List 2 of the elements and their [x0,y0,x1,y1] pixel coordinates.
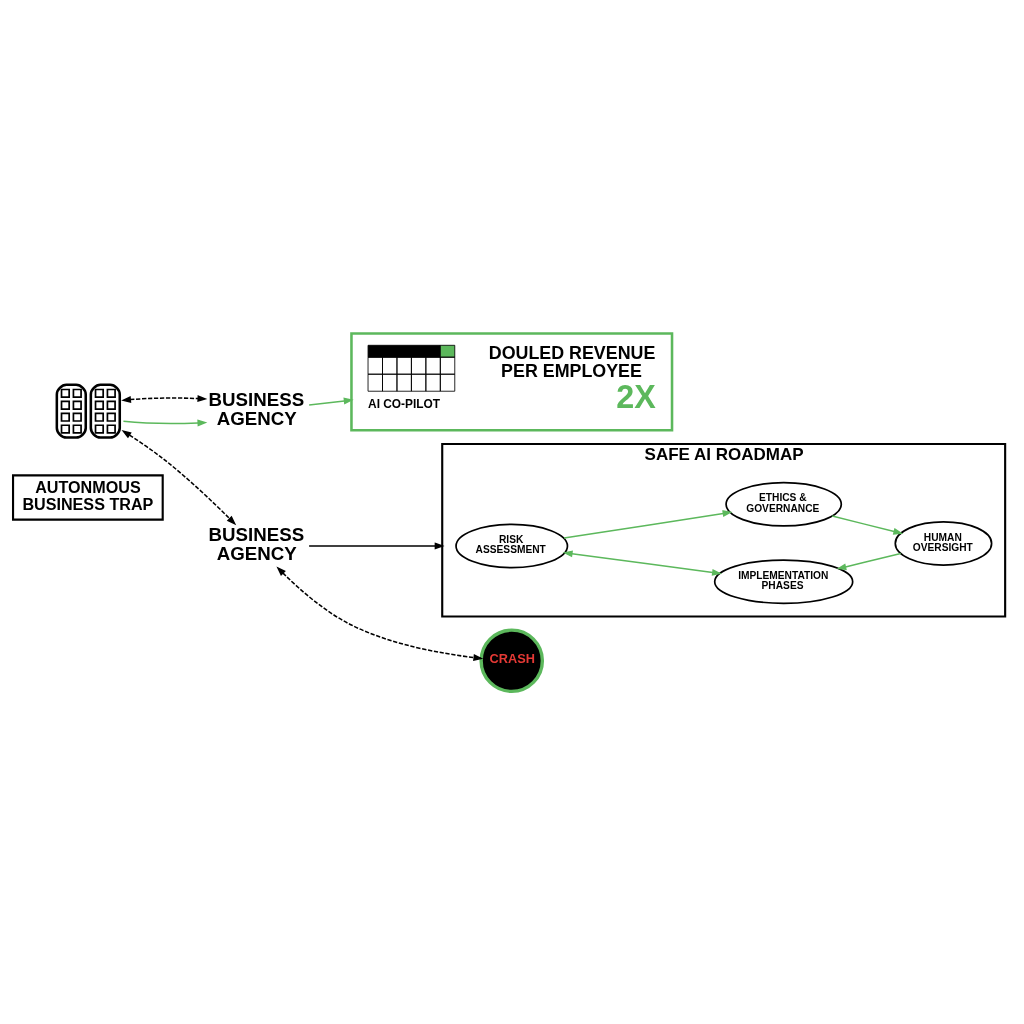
node-text: BUSINESS AGENCY [208,388,304,429]
node-text: BUSINESS AGENCY [208,523,304,564]
